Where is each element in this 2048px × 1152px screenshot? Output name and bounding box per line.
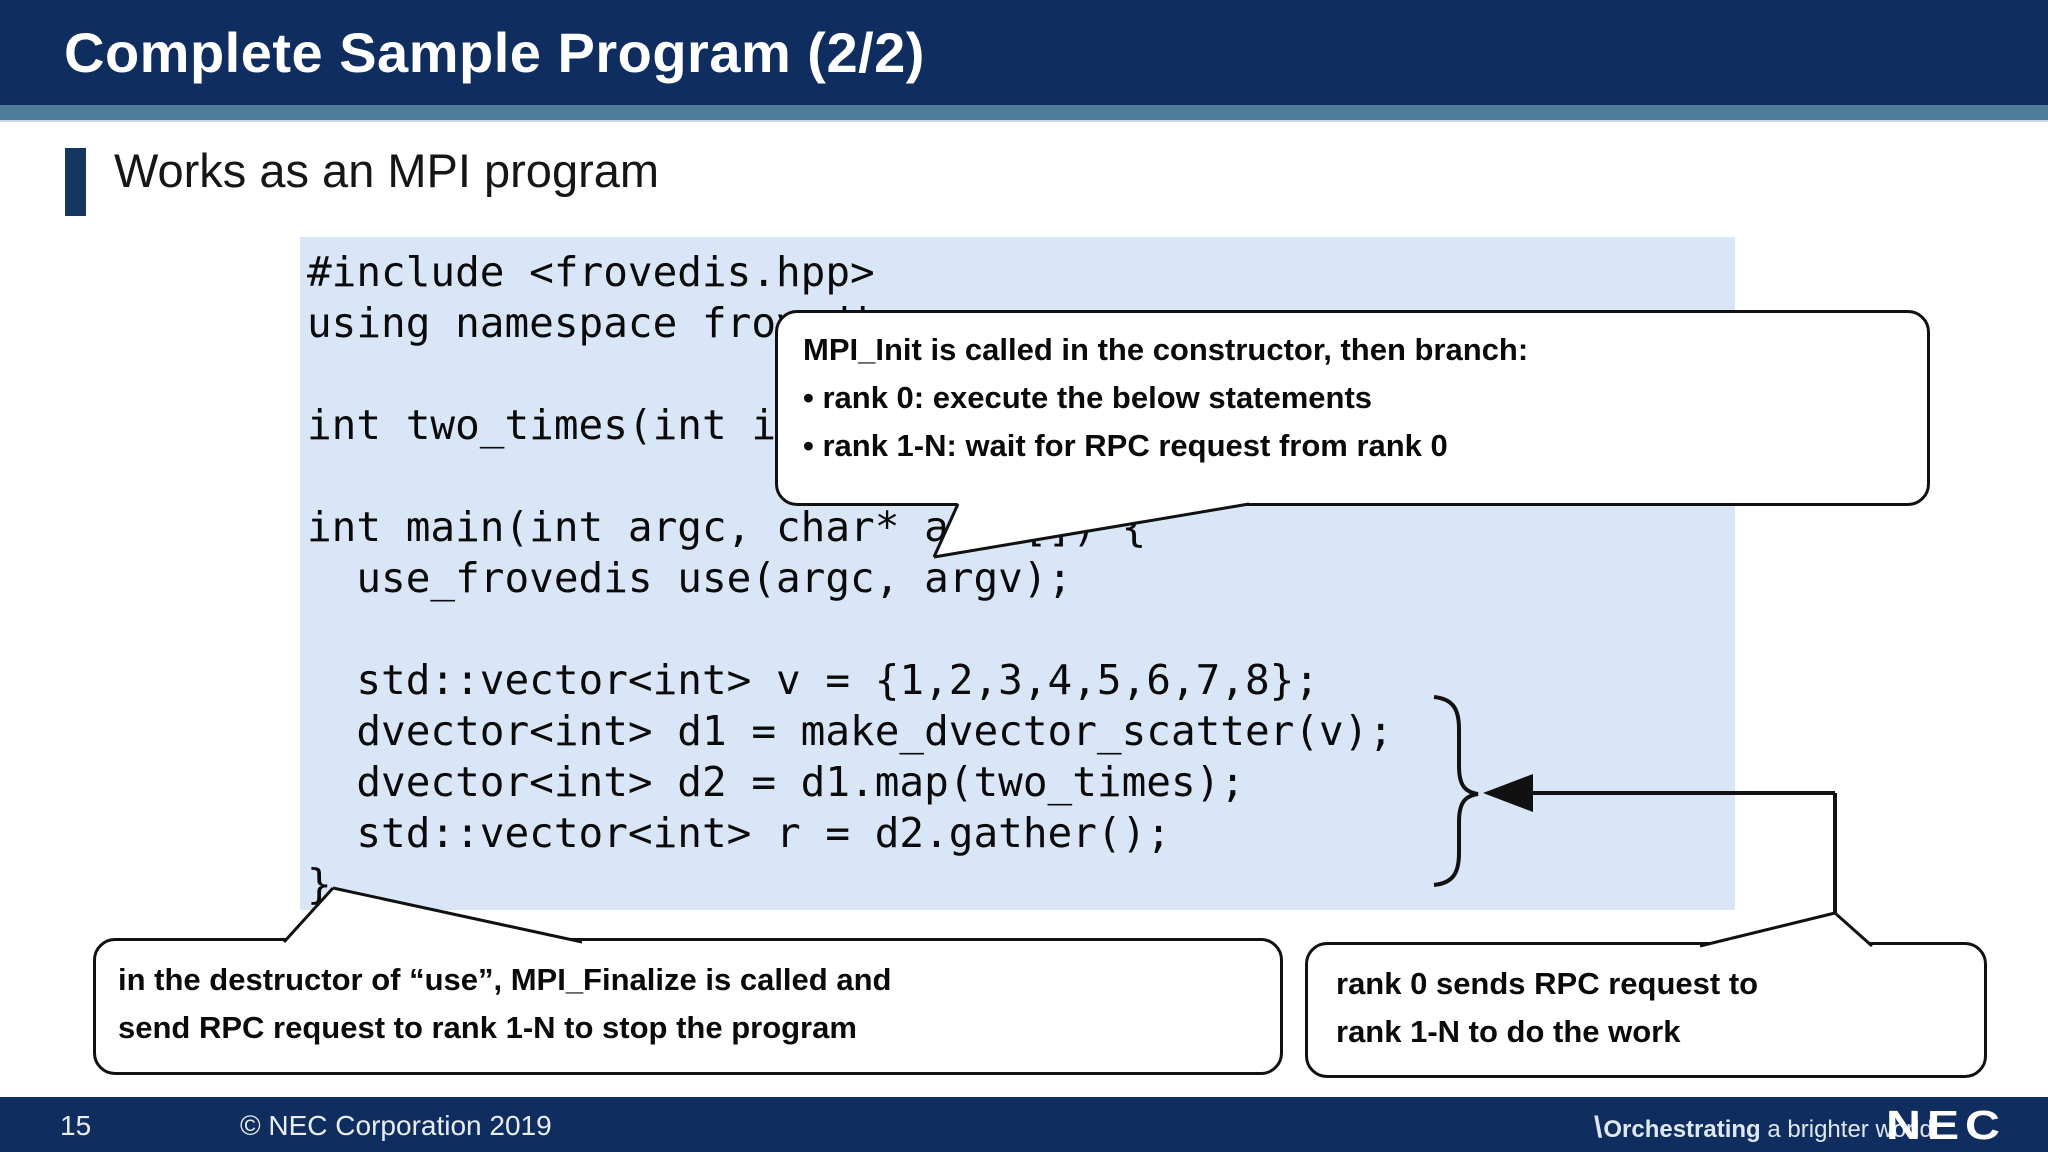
code-line (307, 604, 1735, 655)
nec-logo: NEC (1886, 1102, 2006, 1148)
code-line: dvector<int> d1 = make_dvector_scatter(v… (307, 707, 1394, 755)
callout-mpi-init: MPI_Init is called in the constructor, t… (775, 310, 1930, 506)
callout-rpc-work: rank 0 sends RPC request to rank 1-N to … (1305, 942, 1987, 1078)
title-bar: Complete Sample Program (2/2) (0, 0, 2048, 105)
code-line: use_frovedis use(argc, argv); (307, 554, 1073, 602)
header-accent-strip (0, 105, 2048, 122)
code-line: } (307, 860, 332, 908)
callout-rpc-work-line: rank 1-N to do the work (1336, 1014, 1681, 1049)
code-line: std::vector<int> r = d2.gather(); (307, 809, 1171, 857)
tagline-rest-text: a brighter world (1760, 1116, 1933, 1143)
callout-mpi-init-line: MPI_Init is called in the constructor, t… (803, 332, 1529, 367)
code-line: int main(int argc, char* argv[]) { (307, 503, 1147, 551)
heading-accent-bar (65, 148, 86, 216)
slide-title: Complete Sample Program (2/2) (64, 21, 925, 84)
tagline-slash-icon: \ (1594, 1111, 1603, 1144)
copyright-text: © NEC Corporation 2019 (240, 1110, 552, 1141)
callout-mpi-init-line: • rank 0: execute the below statements (803, 380, 1373, 415)
callout-destructor-line: send RPC request to rank 1-N to stop the… (118, 1010, 857, 1045)
code-line: std::vector<int> v = {1,2,3,4,5,6,7,8}; (307, 656, 1320, 704)
code-line: #include <frovedis.hpp> (307, 248, 875, 296)
nec-tagline: \Orchestrating a brighter world (1594, 1111, 1933, 1145)
code-line: dvector<int> d2 = d1.map(two_times); (307, 758, 1245, 806)
footer-bar: 15 © NEC Corporation 2019 \Orchestrating… (0, 1097, 2048, 1152)
callout-destructor-finalize: in the destructor of “use”, MPI_Finalize… (93, 938, 1283, 1075)
tagline-bold-text: Orchestrating (1603, 1116, 1761, 1143)
callout-destructor-line: in the destructor of “use”, MPI_Finalize… (118, 962, 892, 997)
callout-mpi-init-line: • rank 1-N: wait for RPC request from ra… (803, 428, 1448, 463)
section-heading: Works as an MPI program (114, 144, 660, 197)
callout-rpc-work-line: rank 0 sends RPC request to (1336, 966, 1759, 1001)
page-number: 15 (60, 1110, 92, 1141)
